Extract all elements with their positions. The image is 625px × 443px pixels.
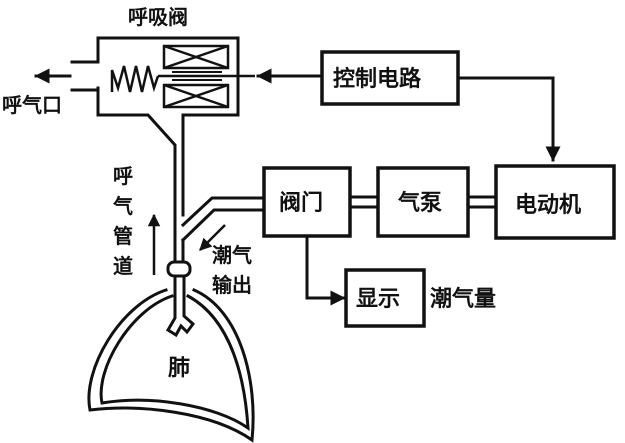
control-circuit-box	[320, 50, 460, 106]
tidal-output-arrow-icon	[199, 224, 226, 251]
label-tidal-volume: 潮气量	[430, 286, 496, 312]
label-exhale-duct-3: 管	[113, 224, 133, 248]
label-display: 显示	[356, 287, 400, 312]
display-box	[344, 268, 426, 328]
lung	[87, 288, 255, 443]
label-exhale-duct-4: 道	[113, 254, 133, 278]
label-lung: 肺	[168, 356, 190, 381]
motor-box	[494, 164, 616, 240]
label-tidal-output-1: 潮气	[212, 243, 252, 267]
valve-to-display-line	[305, 234, 346, 306]
label-exhale-duct-1: 呼	[113, 164, 133, 188]
label-exhale-duct-2: 气	[112, 194, 133, 218]
solenoid-coil-icon	[162, 44, 230, 109]
breathing-valve	[70, 36, 255, 217]
label-valve-gate: 阀门	[279, 190, 323, 216]
trachea	[165, 213, 196, 338]
label-tidal-output-2: 输出	[212, 273, 252, 297]
label-control-circuit: 控制电路	[333, 66, 422, 92]
air-pump-box	[376, 166, 470, 238]
label-air-pump: 气泵	[397, 190, 442, 216]
valve-gate-box	[262, 166, 352, 238]
control-to-motor-line	[456, 76, 561, 162]
label-breathing-valve: 呼吸阀	[128, 5, 188, 29]
label-exhale-port: 呼气口	[2, 93, 62, 117]
spring-icon	[110, 65, 160, 93]
label-motor: 电动机	[515, 193, 581, 218]
